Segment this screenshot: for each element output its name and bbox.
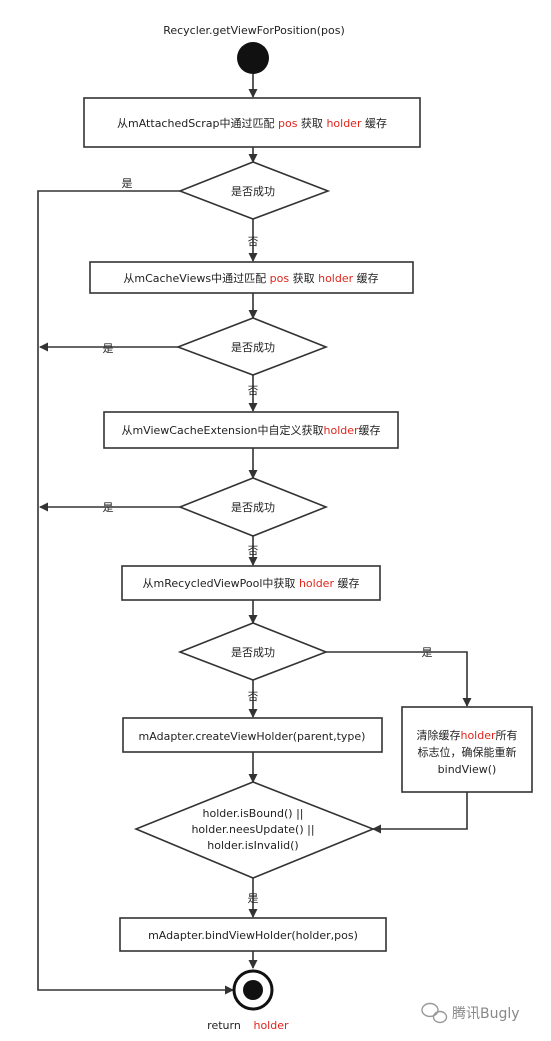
step1-label: 从mAttachedScrap中通过匹配 pos 获取 holder 缓存 — [117, 116, 387, 130]
end-return-label: return — [207, 1019, 241, 1032]
edge-d1-yes-end — [37, 190, 234, 995]
decision1-label: 是否成功 — [231, 185, 275, 198]
decision4-no-label: 否 — [248, 691, 259, 703]
decision2-diamond — [175, 317, 329, 376]
decision2-yes-label: 是 — [103, 342, 114, 355]
title-label: Recycler.getViewForPosition(pos) — [163, 24, 345, 37]
check-line2: holder.neesUpdate() || — [191, 823, 314, 836]
decision4-label: 是否成功 — [231, 646, 275, 659]
decision1-no-label: 否 — [248, 236, 259, 248]
decision2-no-label: 否 — [248, 385, 259, 397]
decision4-diamond — [177, 622, 329, 681]
decision3-label: 是否成功 — [231, 501, 275, 514]
check-line1: holder.isBound() || — [203, 807, 304, 820]
decision3-yes-label: 是 — [103, 501, 114, 514]
create-viewholder-box — [122, 717, 383, 753]
decision4-yes-label: 是 — [422, 646, 433, 659]
check-line3: holder.isInvalid() — [207, 839, 298, 852]
watermark-text: 腾讯Bugly — [452, 1005, 520, 1022]
check-diamond — [133, 781, 376, 879]
end-node-inner — [243, 980, 263, 1000]
step2-label: 从mCacheViews中通过匹配 pos 获取 holder 缓存 — [123, 271, 378, 285]
step2-box — [89, 261, 414, 294]
step1-box — [83, 97, 421, 148]
step4-label: 从mRecycledViewPool中获取 holder 缓存 — [143, 576, 360, 590]
clear-flags-box — [401, 706, 533, 793]
end-holder-label: holder — [253, 1019, 289, 1032]
decision3-diamond — [177, 477, 329, 537]
bind-viewholder-label: mAdapter.bindViewHolder(holder,pos) — [148, 929, 358, 942]
edge-d4-yes-clear — [326, 651, 472, 707]
decision2-label: 是否成功 — [231, 341, 275, 354]
clear-flags-line1: 清除缓存holder所有 — [416, 728, 517, 742]
wechat-icon — [421, 1002, 448, 1024]
bind-viewholder-box — [119, 917, 387, 952]
create-viewholder-label: mAdapter.createViewHolder(parent,type) — [139, 730, 366, 743]
clear-flags-line2: 标志位，确保能重新 — [418, 745, 517, 759]
step3-box — [103, 411, 399, 449]
check-yes-label: 是 — [248, 892, 259, 905]
start-node — [237, 42, 269, 74]
decision3-no-label: 否 — [248, 545, 259, 557]
step3-label: 从mViewCacheExtension中自定义获取holder缓存 — [121, 423, 380, 437]
step4-box — [121, 565, 381, 601]
decision1-diamond — [177, 161, 331, 220]
edge-clear-check — [372, 792, 468, 834]
clear-flags-line3: bindView() — [438, 763, 497, 776]
decision1-yes-label: 是 — [122, 177, 133, 190]
